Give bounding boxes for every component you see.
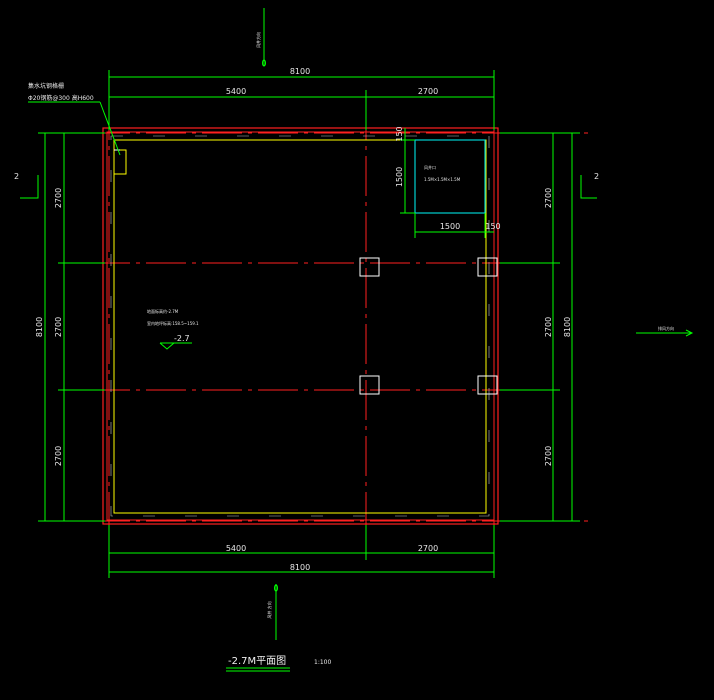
dim-top-right: 2700 xyxy=(418,87,438,96)
dim-opening-top: 150 xyxy=(395,126,404,141)
dim-bottom-left: 5400 xyxy=(226,544,246,553)
dim-right-seg2: 2700 xyxy=(544,317,553,337)
opening-size: 1.5M×1.5M×1.5M xyxy=(424,177,461,182)
opening-dimensions: 1500 150 1500 150 xyxy=(395,126,501,238)
drawing-title: -2.7M平面图 xyxy=(228,655,286,667)
columns xyxy=(359,257,498,395)
wall-outline xyxy=(102,127,499,525)
column-2 xyxy=(477,257,498,277)
dim-left-seg2: 2700 xyxy=(54,317,63,337)
dimensions-top: 8100 5400 2700 xyxy=(108,67,495,130)
section-mark-left: 2 xyxy=(14,172,39,199)
drawing-scale: 1:100 xyxy=(314,659,331,666)
floor-note-line1: 地面标高约-2.7M xyxy=(147,308,179,314)
section-right-label: 2 xyxy=(594,172,599,181)
column-4 xyxy=(477,375,498,395)
dim-left-seg1: 2700 xyxy=(54,188,63,208)
sump-grating xyxy=(113,149,127,175)
section-left-label: 2 xyxy=(14,172,19,181)
axis-lines xyxy=(90,100,590,540)
dim-top-left: 5400 xyxy=(226,87,246,96)
dimensions-right: 2700 2700 2700 8100 xyxy=(500,132,580,522)
dim-right-seg3: 2700 xyxy=(544,446,553,466)
dim-bottom-right: 2700 xyxy=(418,544,438,553)
top-direction-arrow: 风井方向 xyxy=(255,8,266,67)
dim-opening-height: 1500 xyxy=(395,167,404,187)
dim-right-seg1: 2700 xyxy=(544,188,553,208)
bottom-arrow-label: 风井 方向 xyxy=(266,601,272,618)
shaft-opening: 风井口 1.5M×1.5M×1.5M xyxy=(414,139,486,214)
corner-note: 集水坑钢格栅 Φ20钢筋@300 高H600 xyxy=(28,82,121,156)
column-1 xyxy=(359,257,380,277)
dim-top-total: 8100 xyxy=(290,67,310,76)
corner-note-line2: Φ20钢筋@300 高H600 xyxy=(28,94,94,102)
level-mark: -2.7 xyxy=(174,334,190,343)
dim-right-total: 8100 xyxy=(563,317,572,337)
bottom-direction-arrow: 风井 方向 xyxy=(266,584,278,640)
dim-opening-width: 1500 xyxy=(440,222,460,231)
dim-left-total: 8100 xyxy=(35,317,44,337)
north-arrow-label: 风井方向 xyxy=(255,32,261,48)
floor-notes: 地面标高约-2.7M 室内地坪标高:158.5~159.1 -2.7 xyxy=(147,308,199,350)
dim-bottom-total: 8100 xyxy=(290,563,310,572)
floor-note-line2: 室内地坪标高:158.5~159.1 xyxy=(147,320,199,326)
right-direction-arrow: 排风方向 xyxy=(636,325,694,337)
opening-label: 风井口 xyxy=(424,164,436,170)
dim-left-seg3: 2700 xyxy=(54,446,63,466)
dimensions-left: 8100 2700 2700 2700 xyxy=(35,132,105,522)
column-3 xyxy=(359,375,380,395)
corner-note-line1: 集水坑钢格栅 xyxy=(28,82,64,90)
dimensions-bottom: 5400 2700 8100 xyxy=(108,525,495,578)
drawing-title-block: -2.7M平面图 1:100 xyxy=(226,655,331,672)
right-arrow-label: 排风方向 xyxy=(658,325,674,331)
dim-opening-right: 150 xyxy=(485,222,500,231)
section-mark-right: 2 xyxy=(580,172,599,199)
